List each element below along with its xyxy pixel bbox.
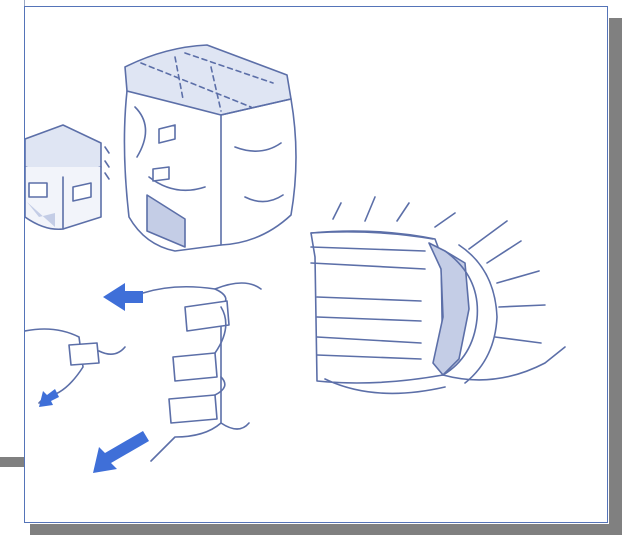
back-card bbox=[0, 0, 25, 457]
arrow-down-left-icon bbox=[93, 431, 149, 473]
small-diaper-package-icon bbox=[25, 125, 109, 229]
main-card-shadow-right bbox=[609, 18, 622, 535]
large-diaper-package-icon bbox=[124, 45, 296, 251]
arrow-left-icon bbox=[103, 283, 143, 311]
hand-holding-product-edge-icon bbox=[311, 197, 565, 393]
arrow-down-left-small-icon bbox=[39, 389, 59, 407]
illustration-card bbox=[24, 6, 608, 523]
illustration-canvas bbox=[25, 7, 609, 524]
main-card-shadow-bottom bbox=[30, 524, 622, 535]
